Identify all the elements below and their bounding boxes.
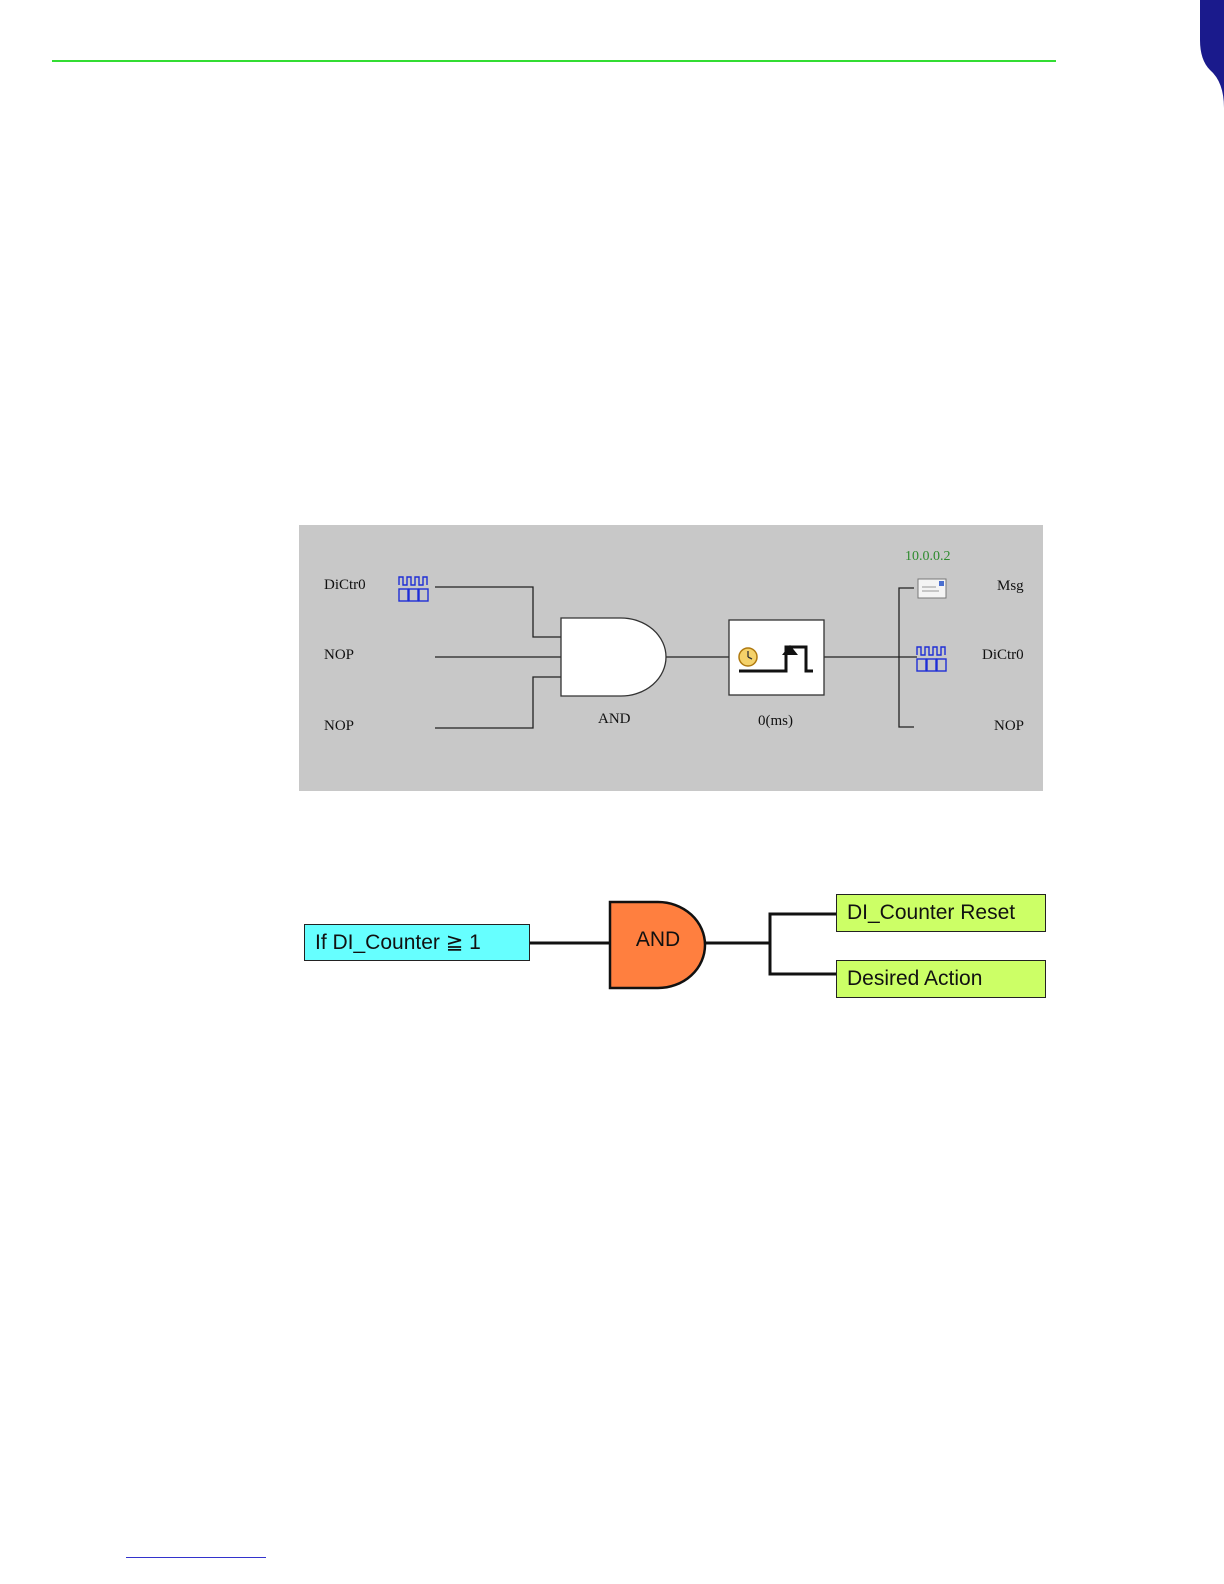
output-label-2: DiCtr0 — [982, 647, 1024, 664]
reset-output-label: DI_Counter Reset — [847, 901, 1015, 925]
logic-flow-diagram: If DI_Counter ≧ 1 AND DI_Counter Reset D… — [300, 892, 1045, 1002]
ip-address-label: 10.0.0.2 — [905, 549, 951, 565]
page-corner-tab — [1140, 0, 1224, 1584]
top-accent-rule — [52, 60, 1056, 62]
counter-icon — [917, 647, 946, 671]
and-gate-shape[interactable] — [561, 618, 666, 696]
action-output-label: Desired Action — [847, 967, 982, 991]
gate-label: AND — [598, 711, 631, 728]
output-label-1: Msg — [997, 578, 1024, 595]
input-label-2: NOP — [324, 647, 354, 664]
logic-config-panel: DiCtr0 NOP NOP AND 0(ms) 10.0.0.2 Msg Di… — [299, 525, 1043, 791]
reset-output-box[interactable]: DI_Counter Reset — [836, 894, 1046, 932]
condition-label: If DI_Counter ≧ 1 — [315, 930, 481, 955]
envelope-icon — [918, 579, 946, 598]
counter-icon — [399, 577, 428, 601]
output-label-3: NOP — [994, 718, 1024, 735]
clock-icon — [739, 648, 757, 666]
footer-rule — [126, 1557, 266, 1558]
action-output-box[interactable]: Desired Action — [836, 960, 1046, 998]
input-label-1: DiCtr0 — [324, 577, 366, 594]
condition-box[interactable]: If DI_Counter ≧ 1 — [304, 924, 530, 961]
timer-label: 0(ms) — [758, 713, 793, 730]
input-label-3: NOP — [324, 718, 354, 735]
and-gate-label: AND — [618, 928, 698, 952]
